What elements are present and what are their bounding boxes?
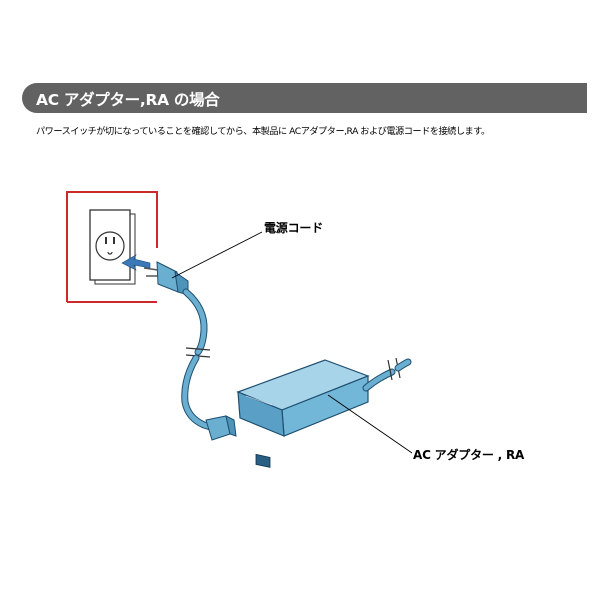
ac-adapter-leader-line (327, 394, 413, 454)
section-header-bar: AC アダプター,RA の場合 (22, 83, 587, 113)
wall-outlet-icon (89, 209, 136, 285)
power-cord-label: 電源コード (264, 221, 324, 235)
plug-in-arrow-icon (121, 254, 151, 271)
power-cord-leader-line (171, 231, 263, 279)
power-plug-icon (143, 261, 189, 296)
intro-text: パワースイッチが切になっていることを確認してから、本製品に ACアダプター,RA… (36, 126, 490, 137)
section-title: AC アダプター,RA の場合 (36, 91, 220, 109)
ac-adapter-icon (236, 359, 370, 468)
dc-cord (363, 369, 395, 391)
wall-frame (66, 191, 158, 302)
power-cord-upper (183, 289, 207, 355)
cord-break-mark (185, 347, 211, 351)
ac-adapter-label: AC アダプター , RA (413, 448, 525, 462)
power-cord-lower (182, 355, 217, 431)
cord-connector-icon (205, 415, 237, 441)
